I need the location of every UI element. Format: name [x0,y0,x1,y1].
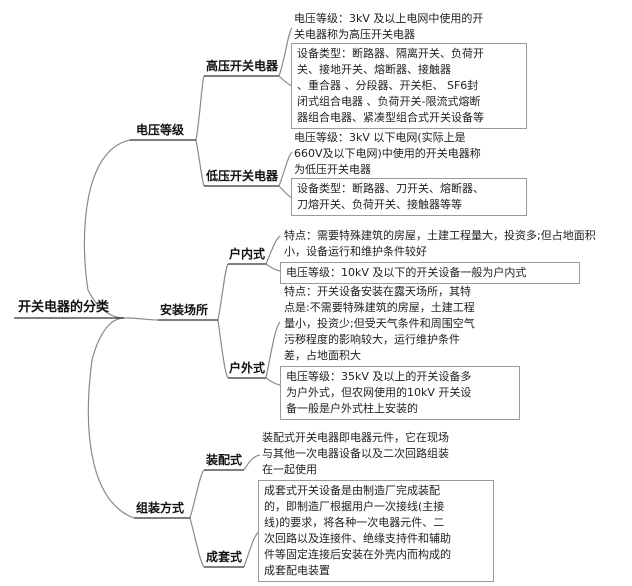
complete-set-description-box: 成套式开关设备是由制造厂完成装配 的，即制造厂根据用户一次接线(主接 线)的要求… [258,480,494,582]
node-complete-set-type: 成套式 [206,550,243,564]
link-root-location [123,317,159,321]
outdoor-voltage: 电压等级：35kV 及以上的开关设备多 为户外式，但农网使用的10kV 开关设 … [286,370,472,415]
low-voltage-definition: 电压等级：3kV 以下电网(实际上是 660V及以下电网)中使用的开关电器称 为… [294,131,481,176]
high-voltage-types-box: 设备类型：断路器、隔离开关、负荷开 关、接地开关、熔断器、接触器 、重合器 、分… [291,43,527,129]
link-indoor-voltage [265,263,281,272]
outdoor-feature: 特点：开关设备安装在露天场所，其特 点是:不需要特殊建筑的房屋，土建工程 量小，… [284,285,475,362]
link-location-outdoor [217,319,229,379]
node-installation-location: 安装场所 [160,303,209,317]
node-assembled-type: 装配式 [206,453,243,467]
link-low-def [278,151,293,187]
high-voltage-definition: 电压等级：3kV 及以上电网中使用的开 关电器称为高压开关电器 [294,12,484,41]
indoor-voltage-box: 电压等级：10kV 及以下的开关设备一般为户内式 [280,262,580,284]
root-node: 开关电器的分类 [18,300,110,315]
outdoor-voltage-box: 电压等级：35kV 及以上的开关设备多 为户外式，但农网使用的10kV 开关设 … [280,366,520,420]
link-outdoor-feature [265,321,281,379]
node-assembly-method: 组装方式 [136,501,185,515]
node-low-voltage: 低压开关电器 [206,169,279,183]
link-assembly-complete [189,517,205,568]
high-voltage-types: 设备类型：断路器、隔离开关、负荷开 关、接地开关、熔断器、接触器 、重合器 、分… [297,47,484,124]
link-indoor-feature [265,235,281,265]
link-high-def [278,27,293,77]
node-voltage-level: 电压等级 [136,123,185,137]
indoor-feature: 特点：需要特殊建筑的房屋，土建工程量大，投资多;但占地面积 小，设备运行和维护条… [284,229,596,258]
node-high-voltage: 高压开关电器 [206,59,279,73]
complete-set-description: 成套式开关设备是由制造厂完成装配 的，即制造厂根据用户一次接线(主接 线)的要求… [264,484,451,577]
node-indoor: 户内式 [229,247,266,261]
node-outdoor: 户外式 [229,361,266,375]
link-root-voltage [83,139,131,319]
link-assembled-desc [243,454,261,471]
link-voltage-high [195,75,205,141]
link-outdoor-voltage [265,377,281,386]
low-voltage-types-box: 设备类型：断路器、刀开关、熔断器、 刀熔开关、负荷开关、接触器等等 [291,178,527,216]
link-voltage-low [195,139,205,187]
indoor-voltage: 电压等级：10kV 及以下的开关设备一般为户内式 [286,266,527,279]
link-location-indoor [217,263,229,321]
link-root-assembly [87,317,135,519]
low-voltage-types: 设备类型：断路器、刀开关、熔断器、 刀熔开关、负荷开关、接触器等等 [297,182,484,211]
assembled-type-description: 装配式开关电器即电器元件，它在现场 与其他一次电器设备以及二次回路组装 在一起使… [262,431,449,476]
link-assembly-assembled [189,469,205,519]
